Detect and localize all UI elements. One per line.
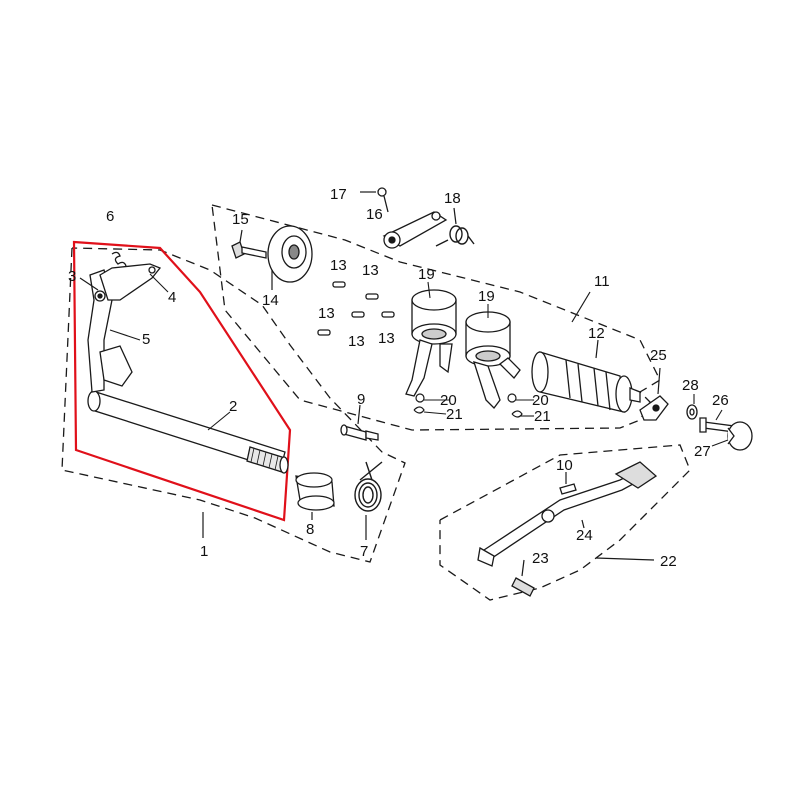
callout-19b: 19 xyxy=(478,288,495,305)
callout-15: 15 xyxy=(232,211,249,228)
callout-7: 7 xyxy=(360,543,368,560)
callout-21b: 21 xyxy=(534,408,551,425)
callout-9: 9 xyxy=(357,391,365,408)
pin-13-parts xyxy=(317,281,395,336)
pin-9-part xyxy=(340,424,379,441)
shift-arm-part xyxy=(87,263,162,393)
callout-11: 11 xyxy=(594,273,610,290)
bolt-10-part xyxy=(559,483,577,495)
callout-8: 8 xyxy=(306,521,314,538)
callout-14: 14 xyxy=(262,292,279,309)
shift-pedal-part xyxy=(477,461,658,567)
callout-22: 22 xyxy=(660,553,677,570)
callout-25: 25 xyxy=(650,347,667,364)
callout-18: 18 xyxy=(444,190,461,207)
callout-17: 17 xyxy=(330,186,347,203)
callout-4: 4 xyxy=(168,289,176,306)
callout-23: 23 xyxy=(532,550,549,567)
callout-27: 27 xyxy=(694,443,711,460)
callout-13a: 13 xyxy=(330,257,347,274)
highlight-outline xyxy=(72,240,292,522)
callout-20a: 20 xyxy=(440,392,457,409)
shift-fork-a-part xyxy=(405,289,457,397)
shift-drum-part xyxy=(531,351,641,413)
cap-27-part xyxy=(727,421,753,451)
callout-13b: 13 xyxy=(362,262,379,279)
callout-28: 28 xyxy=(682,377,699,394)
collar-part xyxy=(295,472,335,511)
callout-19a: 19 xyxy=(418,266,435,283)
callout-10: 10 xyxy=(556,457,573,474)
callout-16: 16 xyxy=(366,206,383,223)
callout-26: 26 xyxy=(712,392,729,409)
spring-18-part xyxy=(435,225,475,247)
bolt-15-part xyxy=(231,241,267,259)
assembly-22-outline xyxy=(439,444,691,601)
callout-6: 6 xyxy=(106,208,114,225)
callout-5: 5 xyxy=(142,331,150,348)
washer-28-part xyxy=(686,404,698,420)
retainer-25-part xyxy=(639,395,669,421)
pin-20-parts xyxy=(415,393,517,403)
callout-24: 24 xyxy=(576,527,593,544)
callout-labels: 1 2 3 4 5 6 7 8 9 10 11 12 13 13 13 13 1… xyxy=(68,186,729,570)
spring-6-part xyxy=(111,251,127,267)
callout-1: 1 xyxy=(200,543,208,560)
callout-13c: 13 xyxy=(318,305,335,322)
stopper-arm-part xyxy=(382,211,448,249)
bolt-17-part xyxy=(377,187,389,213)
callout-3: 3 xyxy=(68,268,76,285)
callout-21a: 21 xyxy=(446,406,463,423)
shift-fork-b-part xyxy=(465,311,521,409)
torsion-spring-part xyxy=(354,461,383,512)
clip-21-parts xyxy=(413,406,523,418)
callout-20b: 20 xyxy=(532,392,549,409)
drum-plate-part xyxy=(267,225,313,283)
callout-13e: 13 xyxy=(378,330,395,347)
assembly-11-outline xyxy=(211,204,661,431)
assembly-1-outline xyxy=(61,247,406,563)
gearshift-exploded-diagram: 1 2 3 4 5 6 7 8 9 10 11 12 13 13 13 13 1… xyxy=(40,178,760,622)
callout-12: 12 xyxy=(588,325,605,342)
callout-2: 2 xyxy=(229,398,237,415)
callout-13d: 13 xyxy=(348,333,365,350)
rubber-23-part xyxy=(511,577,535,597)
